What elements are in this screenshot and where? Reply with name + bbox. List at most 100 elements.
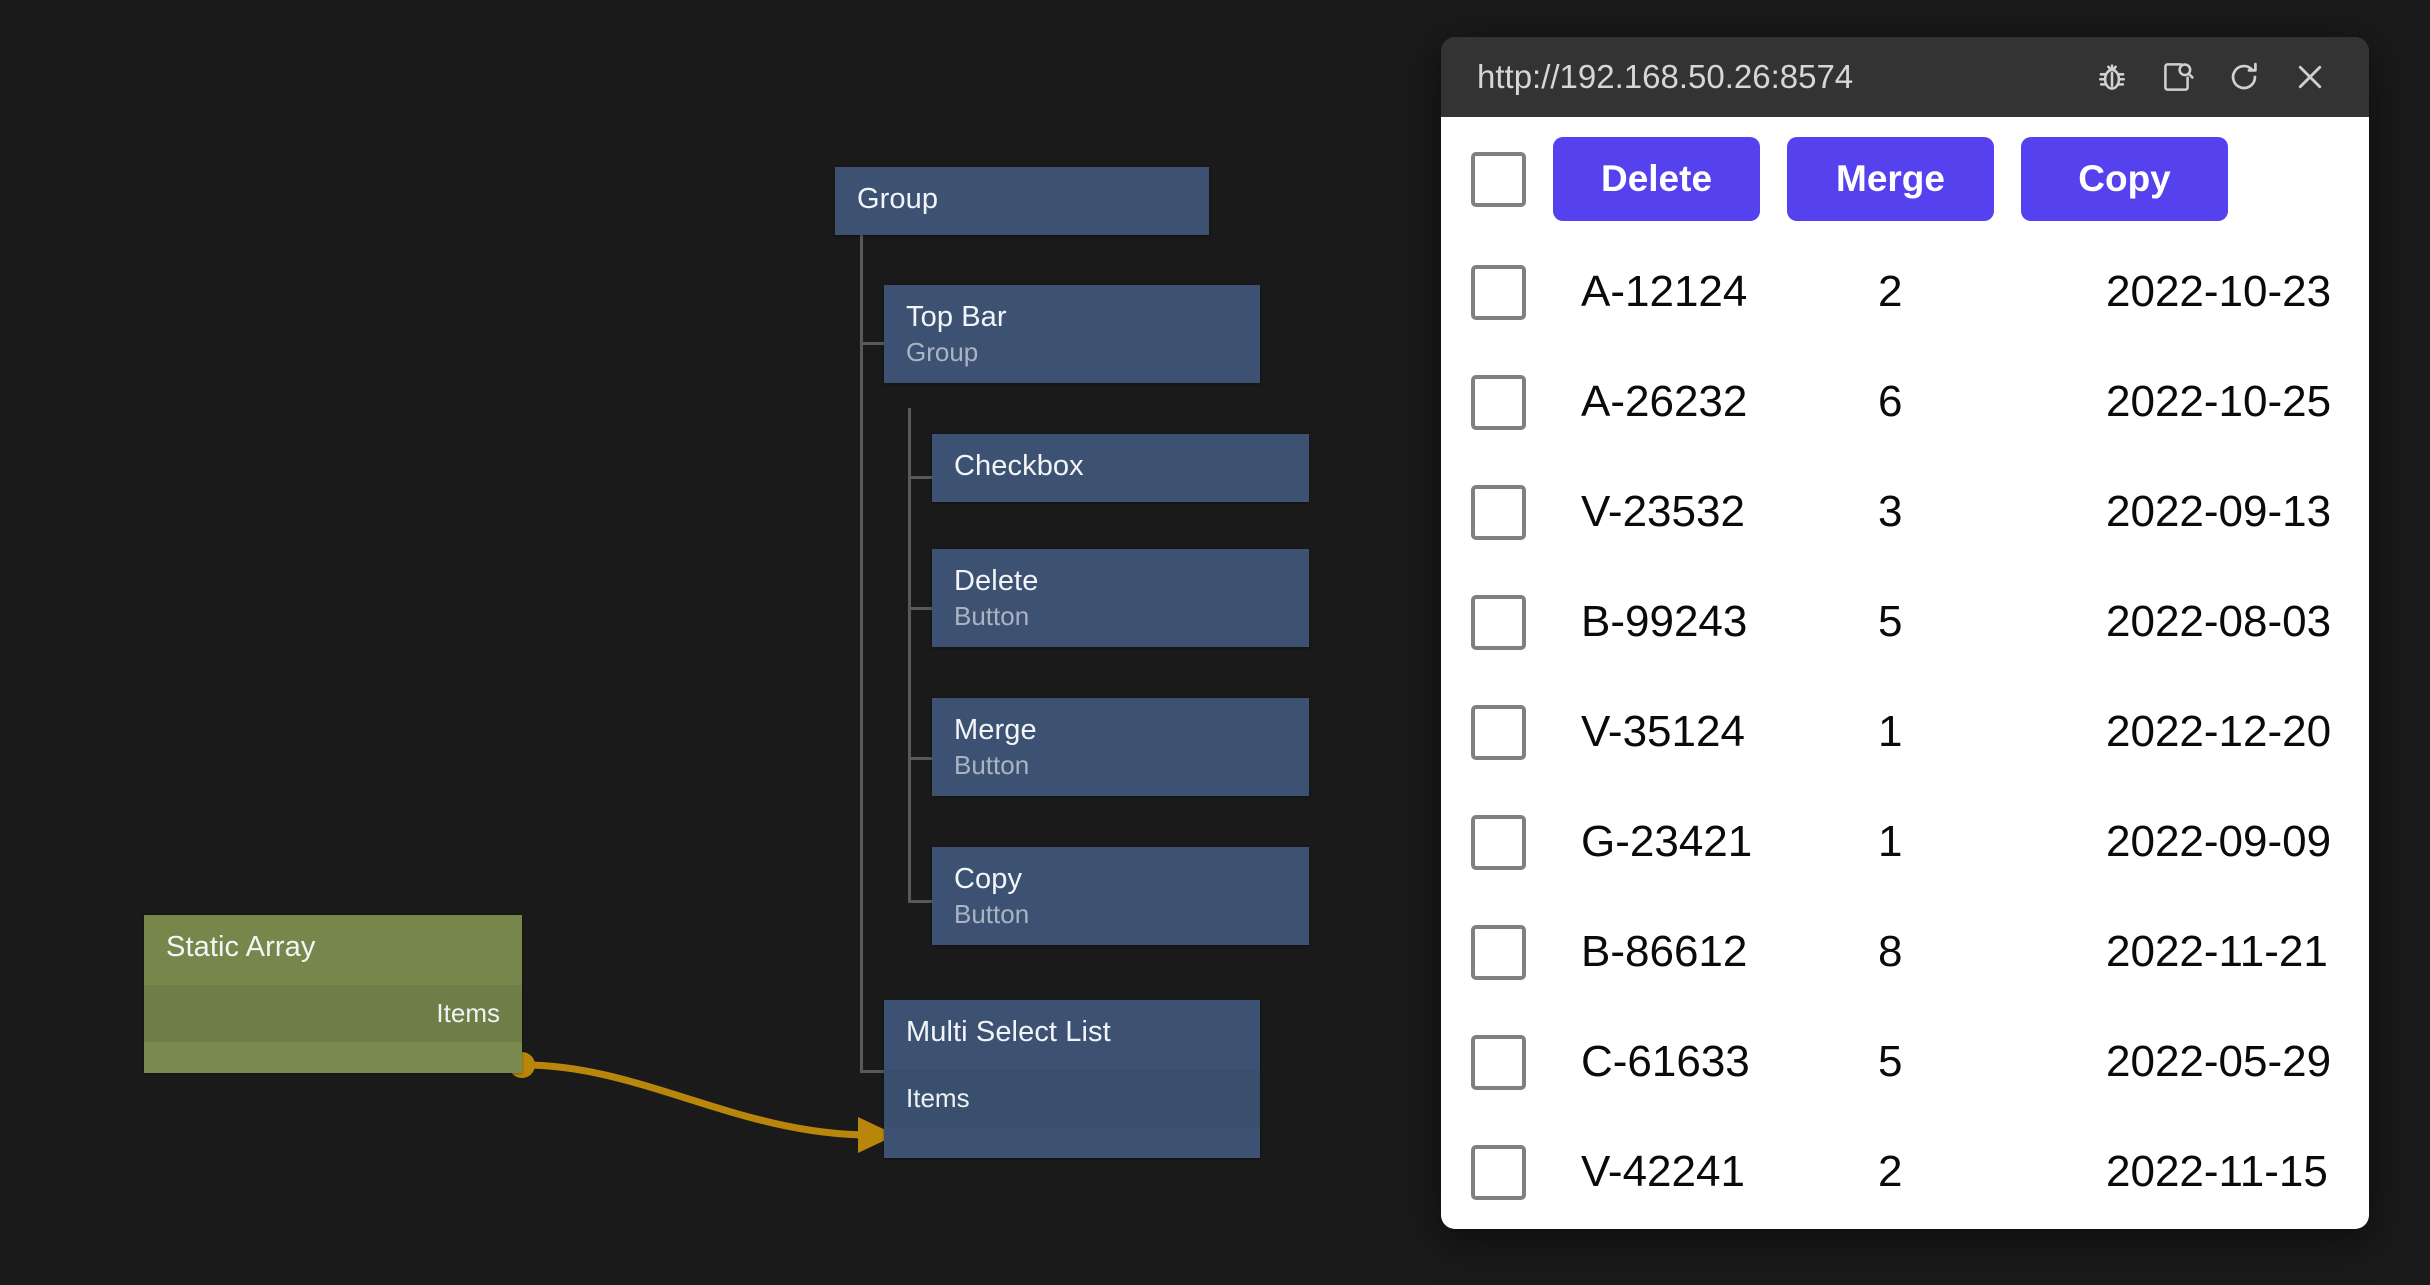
copy-button[interactable]: Copy [2021,137,2228,221]
port-label: Items [436,998,500,1029]
node-multi-select-list-port-items[interactable]: Items [884,1070,1260,1128]
cell-quantity: 5 [1878,1037,1903,1086]
node-delete-title: Delete [954,565,1039,597]
table-row[interactable]: C-61633 5 2022-05-29 [1441,1007,2369,1117]
node-delete[interactable]: Delete Button [932,549,1309,647]
select-all-checkbox[interactable] [1471,151,1526,207]
node-copy-title: Copy [954,863,1023,895]
node-top-bar-type: Group [906,337,979,368]
tree-guide-stub-topbar [860,342,884,345]
row-checkbox[interactable] [1471,814,1526,870]
node-group-title: Group [857,183,939,215]
inspect-icon[interactable] [2149,48,2207,106]
cell-id: A-12124 [1581,267,1748,316]
row-checkbox[interactable] [1471,1144,1526,1200]
cell-date: 2022-11-21 [2106,927,2328,976]
table-row[interactable]: V-23532 3 2022-09-13 [1441,457,2369,567]
port-label: Items [906,1083,970,1114]
cell-id: V-23532 [1581,487,1745,536]
tree-guide-stub-checkbox [908,476,932,479]
node-top-bar-title: Top Bar [906,301,1007,333]
node-group[interactable]: Group [835,167,1209,235]
merge-button[interactable]: Merge [1787,137,1994,221]
cell-id: V-42241 [1581,1147,1745,1196]
cell-quantity: 6 [1878,377,1903,426]
row-checkbox[interactable] [1471,484,1526,540]
node-merge[interactable]: Merge Button [932,698,1309,796]
row-checkbox[interactable] [1471,594,1526,650]
table-row[interactable]: G-23421 1 2022-09-09 [1441,787,2369,897]
cell-quantity: 3 [1878,487,1903,536]
node-top-bar[interactable]: Top Bar Group [884,285,1260,383]
tree-guide-stub-merge [908,757,932,760]
row-checkbox[interactable] [1471,264,1526,320]
table-row[interactable]: B-86612 8 2022-11-21 [1441,897,2369,1007]
node-copy-head: Copy Button [932,847,1309,945]
cell-date: 2022-10-25 [2106,377,2332,426]
node-multi-select-list-head: Multi Select List [884,1000,1260,1070]
node-group-head: Group [835,167,1209,231]
node-copy[interactable]: Copy Button [932,847,1309,945]
app-toolbar: Delete Merge Copy [1441,117,2369,237]
cell-quantity: 8 [1878,927,1903,976]
node-static-array[interactable]: Static Array Items [144,915,522,1073]
node-checkbox-head: Checkbox [932,434,1309,498]
table-row[interactable]: A-26232 6 2022-10-25 [1441,347,2369,457]
node-top-bar-head: Top Bar Group [884,285,1260,383]
cell-date: 2022-12-20 [2106,707,2332,756]
node-static-array-title: Static Array [166,931,316,963]
node-delete-type: Button [954,601,1030,632]
cell-date: 2022-08-03 [2106,597,2332,646]
cell-id: V-35124 [1581,707,1745,756]
row-checkbox[interactable] [1471,924,1526,980]
cell-id: C-61633 [1581,1037,1750,1086]
cell-id: B-86612 [1581,927,1748,976]
node-static-array-head: Static Array [144,915,522,986]
cell-date: 2022-10-23 [2106,267,2332,316]
row-checkbox[interactable] [1471,1034,1526,1090]
cell-id: A-26232 [1581,377,1748,426]
table-row[interactable]: V-42241 2 2022-11-15 [1441,1117,2369,1227]
cell-quantity: 1 [1878,817,1903,866]
tree-guide-topbar [908,408,911,903]
table-row[interactable]: A-12124 2 2022-10-23 [1441,237,2369,347]
node-multi-select-list[interactable]: Multi Select List Items [884,1000,1260,1158]
tree-guide-stub-copy [908,900,932,903]
preview-titlebar[interactable]: http://192.168.50.26:8574 [1441,37,2369,117]
edge-static-array-to-multi-select-list [524,1061,871,1139]
debug-icon[interactable] [2083,48,2141,106]
row-checkbox[interactable] [1471,374,1526,430]
node-checkbox[interactable]: Checkbox [932,434,1309,502]
row-checkbox[interactable] [1471,704,1526,760]
node-merge-title: Merge [954,714,1037,746]
node-static-array-port-items[interactable]: Items [144,985,522,1043]
cell-date: 2022-09-09 [2106,817,2332,866]
cell-quantity: 2 [1878,267,1903,316]
preview-window[interactable]: http://192.168.50.26:8574 [1441,37,2369,1229]
node-copy-type: Button [954,899,1030,930]
node-delete-head: Delete Button [932,549,1309,647]
delete-button[interactable]: Delete [1553,137,1760,221]
cell-quantity: 1 [1878,707,1903,756]
tree-guide-stub-mslist [860,1070,884,1073]
refresh-icon[interactable] [2215,48,2273,106]
cell-id: B-99243 [1581,597,1748,646]
cell-quantity: 2 [1878,1147,1903,1196]
cell-date: 2022-09-13 [2106,487,2332,536]
node-merge-head: Merge Button [932,698,1309,796]
url-display[interactable]: http://192.168.50.26:8574 [1477,58,1854,95]
node-checkbox-title: Checkbox [954,450,1084,482]
cell-date: 2022-11-15 [2106,1147,2328,1196]
close-icon[interactable] [2281,48,2339,106]
cell-date: 2022-05-29 [2106,1037,2332,1086]
tree-guide-stub-delete [908,607,932,610]
node-merge-type: Button [954,750,1030,781]
table-row[interactable]: V-35124 1 2022-12-20 [1441,677,2369,787]
tree-guide-root [860,175,863,1073]
node-multi-select-list-title: Multi Select List [906,1016,1111,1048]
cell-id: G-23421 [1581,817,1753,866]
